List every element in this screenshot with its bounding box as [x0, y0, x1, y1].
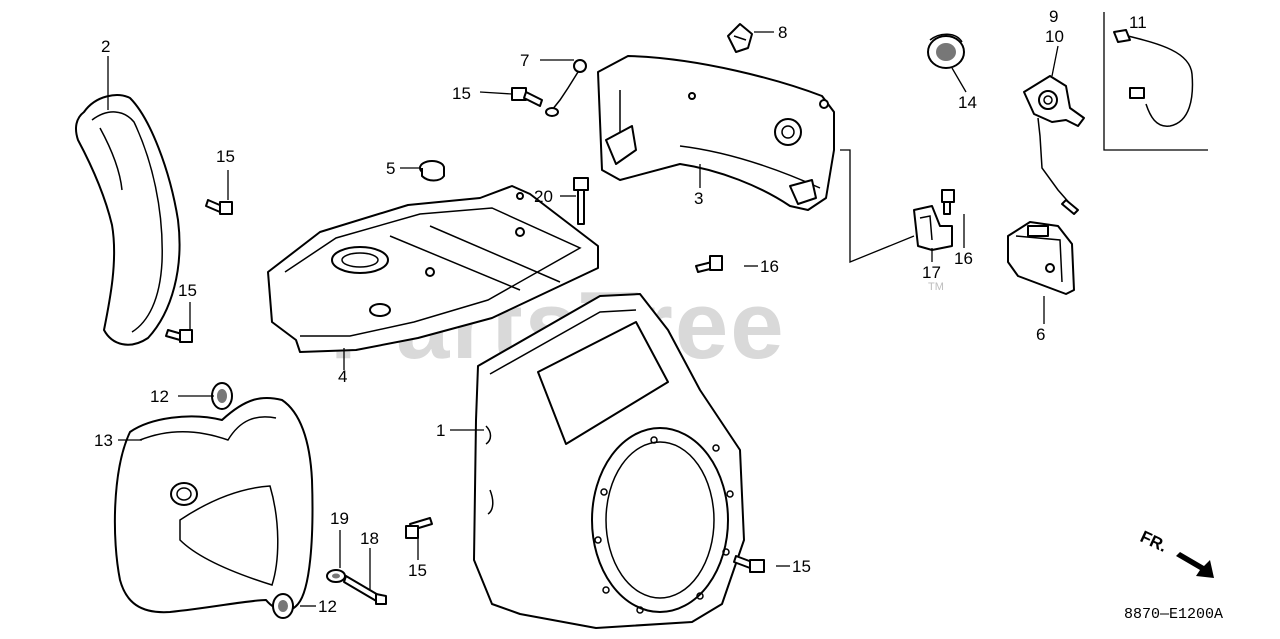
bolt-16-center[interactable]: [695, 255, 723, 273]
part-12-grommet[interactable]: [211, 382, 294, 619]
callout-19: 19: [330, 509, 349, 528]
bolt-15-top[interactable]: [511, 87, 543, 107]
callout-3: 3: [694, 189, 703, 208]
callout-11: 11: [1129, 13, 1147, 32]
callout-20: 20: [534, 187, 553, 206]
part-7-spring[interactable]: [545, 59, 587, 117]
part-20-bolt[interactable]: [573, 177, 589, 225]
callout-5: 5: [386, 159, 395, 178]
callout-6: 6: [1036, 325, 1045, 344]
part-8-clamp[interactable]: [727, 23, 753, 53]
callout-15-left-lower: 15: [178, 281, 197, 300]
part-14-grommet[interactable]: [927, 33, 965, 69]
diagram-code: 8870—E1200A: [1124, 606, 1223, 623]
callout-15-left-upper: 15: [216, 147, 235, 166]
callout-15-right: 15: [792, 557, 811, 576]
bolt-15-left-upper[interactable]: [205, 199, 233, 215]
front-direction-arrow: FR.: [1137, 527, 1214, 578]
callout-16-right: 16: [954, 249, 973, 268]
callout-labels: 2 15 15 12 13 12 19 18 15 1 4 5 20 15 7 …: [94, 7, 1147, 616]
part-10-switch[interactable]: [1023, 75, 1085, 215]
callout-18: 18: [360, 529, 379, 548]
callout-1: 1: [436, 421, 445, 440]
part-17-clip[interactable]: [913, 205, 953, 251]
callout-10: 10: [1045, 27, 1064, 46]
part-1-fan-shroud[interactable]: [473, 293, 745, 629]
callout-13: 13: [94, 431, 113, 450]
bolt-15-left-lower[interactable]: [165, 329, 193, 343]
callout-17: 17: [922, 263, 941, 282]
part-18-bolt[interactable]: [343, 575, 387, 605]
leader-lines: [107, 31, 1059, 607]
bolt-15-bottom[interactable]: [405, 517, 433, 539]
part-6-bracket[interactable]: [1007, 221, 1075, 295]
part-19-washer[interactable]: [326, 569, 346, 583]
bolt-15-right[interactable]: [733, 555, 765, 573]
part-5-grommet[interactable]: [419, 160, 445, 182]
callout-12-lower: 12: [318, 597, 337, 616]
bolt-16-right[interactable]: [941, 189, 955, 215]
callout-9: 9: [1049, 7, 1058, 26]
front-direction-label: FR.: [1137, 527, 1170, 556]
part-4-plate[interactable]: [267, 185, 599, 353]
part-2-side-shroud[interactable]: [75, 94, 181, 346]
callout-8: 8: [778, 23, 787, 42]
callout-2: 2: [101, 37, 110, 56]
watermark-trademark: TM: [928, 281, 944, 293]
callout-15-top: 15: [452, 84, 471, 103]
callout-15-bottom: 15: [408, 561, 427, 580]
callout-16-center: 16: [760, 257, 779, 276]
callout-14: 14: [958, 93, 977, 112]
part-11-wire-harness[interactable]: [1103, 12, 1208, 151]
callout-12-upper: 12: [150, 387, 169, 406]
part-3-cover[interactable]: [597, 55, 835, 211]
callout-7: 7: [520, 51, 529, 70]
part-13-cover[interactable]: [113, 396, 314, 614]
callout-4: 4: [338, 367, 347, 386]
